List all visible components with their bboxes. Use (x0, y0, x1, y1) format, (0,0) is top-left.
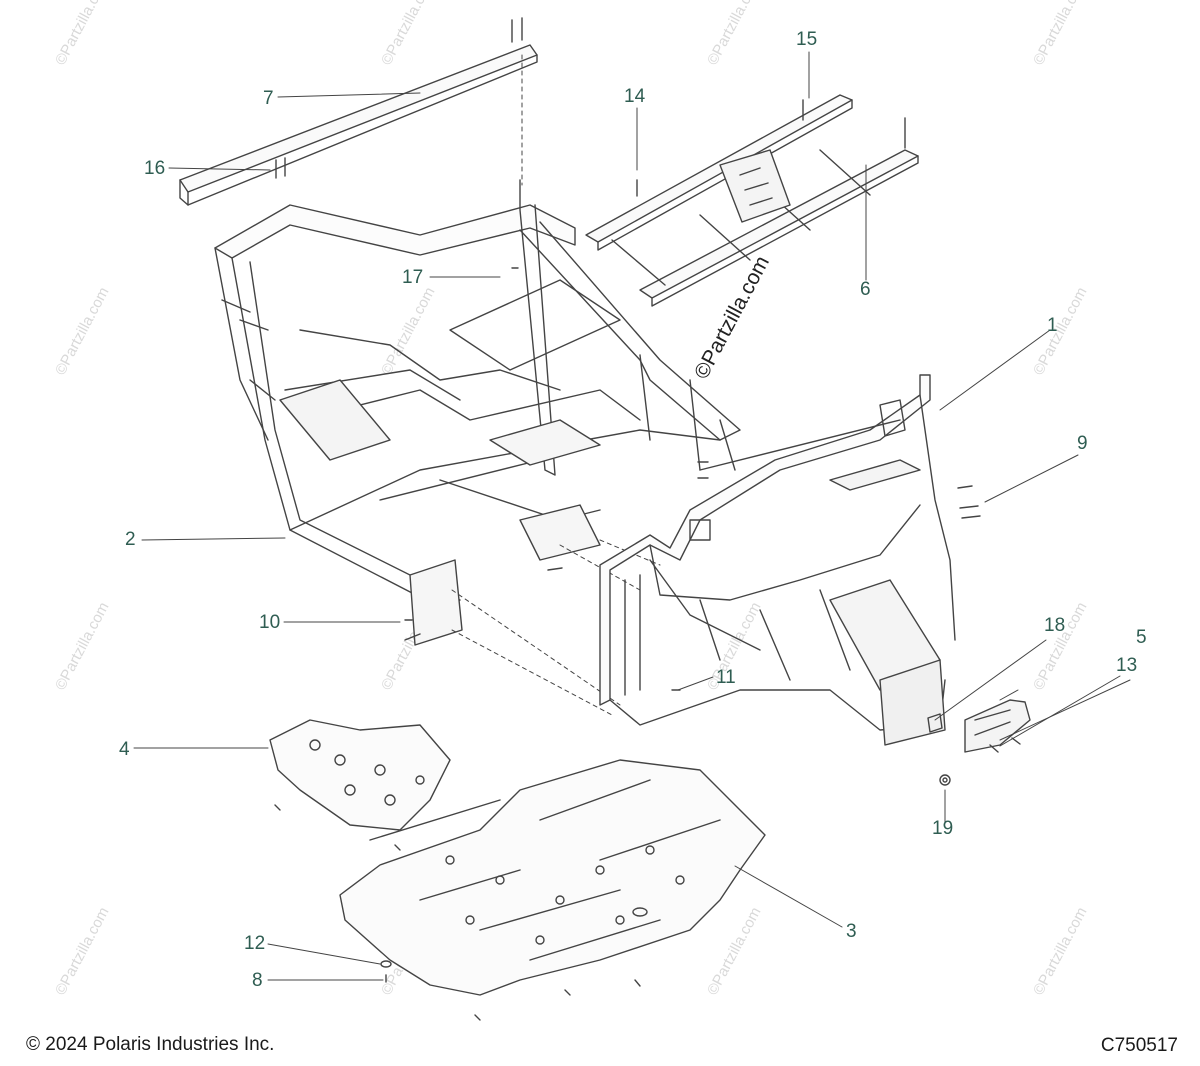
drawing-number: C750517 (1100, 1035, 1178, 1056)
callout-13: 13 (1116, 655, 1138, 676)
leader-lines (133, 51, 1131, 981)
callout-10: 10 (259, 612, 281, 633)
part-3-skid-plate (339, 759, 766, 1021)
part-2-rear-frame (214, 179, 741, 646)
callout-3: 3 (846, 921, 857, 942)
callout-9: 9 (1077, 433, 1088, 454)
callout-7: 7 (263, 88, 274, 109)
callout-19: 19 (932, 818, 954, 839)
callout-11: 11 (716, 667, 736, 688)
callout-16: 16 (144, 158, 166, 179)
part-6-bed-support (585, 94, 919, 307)
callout-8: 8 (252, 970, 263, 991)
callout-6: 6 (860, 279, 871, 300)
part-12-8-hardware (380, 960, 392, 983)
callout-4: 4 (119, 739, 130, 760)
part-5-bracket (964, 699, 1031, 753)
copyright-text: © 2024 Polaris Industries Inc. (26, 1034, 275, 1055)
callout-12: 12 (244, 933, 266, 954)
callout-18: 18 (1044, 615, 1066, 636)
callout-17: 17 (402, 267, 424, 288)
part-1-front-frame (599, 374, 956, 746)
callout-14: 14 (624, 86, 646, 107)
callout-5: 5 (1136, 627, 1147, 648)
part-4-skid-plate (269, 719, 451, 851)
callout-15: 15 (796, 29, 818, 50)
fasteners (404, 267, 981, 691)
part-18-19-hardware (927, 713, 951, 786)
part-7-cross-bar (179, 17, 538, 206)
assembly-guide-lines (451, 54, 661, 716)
callout-1: 1 (1047, 315, 1058, 336)
callout-2: 2 (125, 529, 136, 550)
